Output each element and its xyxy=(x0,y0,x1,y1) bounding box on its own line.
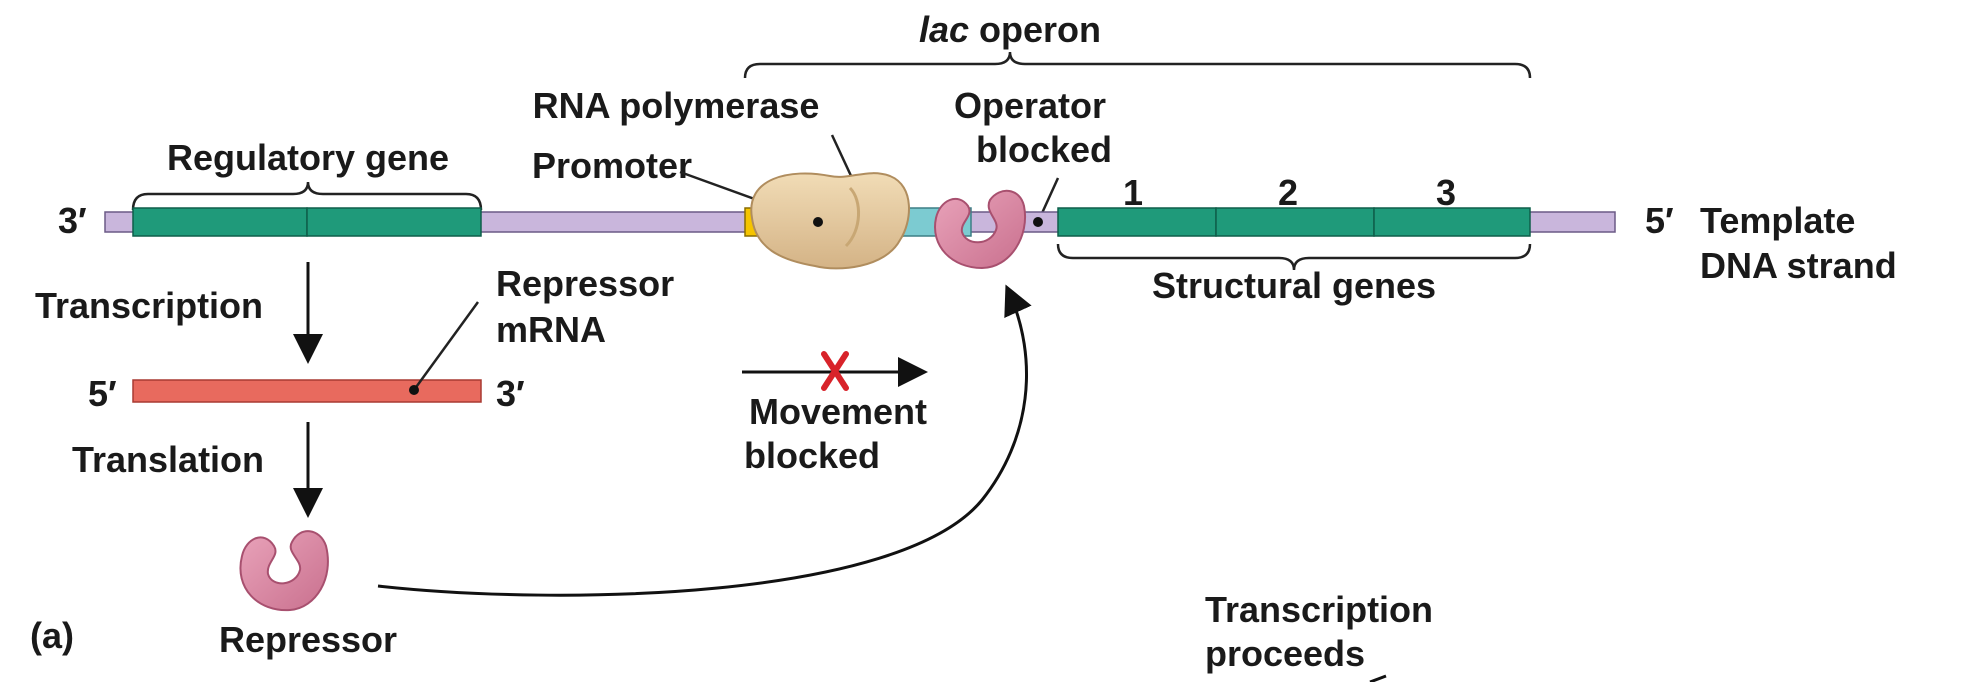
repressor-mrna-leader xyxy=(412,301,480,391)
movement-blocked-label-line2: blocked xyxy=(744,435,880,476)
structural-gene-1 xyxy=(1057,207,1217,237)
transcription-proceeds-line1: Transcription xyxy=(1205,589,1433,630)
repressor-mrna-strand xyxy=(132,379,482,403)
translation-label: Translation xyxy=(72,439,264,480)
gene-3-label: 3 xyxy=(1436,172,1456,213)
structural-gene-2 xyxy=(1215,207,1375,237)
operator-leader-dot xyxy=(1033,217,1043,227)
operator-label-line2: blocked xyxy=(976,129,1112,170)
movement-blocked-label-line1: Movement xyxy=(749,391,927,432)
template-label-line1: Template xyxy=(1700,200,1855,241)
structural-gene-3 xyxy=(1373,207,1531,237)
transcription-proceeds-line2: proceeds xyxy=(1205,633,1365,674)
lac-operon-label: lac operon xyxy=(919,9,1101,50)
rna-polymerase-label: RNA polymerase xyxy=(533,85,820,126)
dna-3prime-label: 3′ xyxy=(58,200,87,241)
gene-1-label: 1 xyxy=(1123,172,1143,213)
repressor-mrna-label-line2: mRNA xyxy=(496,309,606,350)
operon-label: operon xyxy=(969,9,1101,50)
promoter-label: Promoter xyxy=(532,145,692,186)
regulatory-gene-label: Regulatory gene xyxy=(167,137,449,178)
regulatory-gene-segment-b xyxy=(306,207,482,237)
operator-label-line1: Operator xyxy=(954,85,1106,126)
mrna-3prime-label: 3′ xyxy=(496,373,525,414)
repressor-binding-arrow xyxy=(377,284,1032,597)
rna-polymerase-shape xyxy=(750,172,910,270)
dna-5prime-label: 5′ xyxy=(1645,200,1674,241)
lac-label: lac xyxy=(919,9,969,50)
repressor-free-shape xyxy=(239,530,329,612)
structural-genes-label: Structural genes xyxy=(1152,265,1436,306)
repressor-bound-shape xyxy=(934,190,1027,270)
regulatory-gene-segment-a xyxy=(132,207,308,237)
template-label-line2: DNA strand xyxy=(1700,245,1897,286)
rna-polymerase-fold xyxy=(844,186,861,248)
lac-operon-brace xyxy=(743,51,1532,79)
panel-label: (a) xyxy=(30,615,74,656)
gene-2-label: 2 xyxy=(1278,172,1298,213)
proceeds-arrow-stub xyxy=(1369,674,1387,682)
repressor-mrna-leader-dot xyxy=(409,385,419,395)
regulatory-gene-brace xyxy=(131,181,483,211)
transcription-label: Transcription xyxy=(35,285,263,326)
repressor-mrna-label-line1: Repressor xyxy=(496,263,674,304)
promoter-leader-dot xyxy=(813,217,823,227)
mrna-5prime-label: 5′ xyxy=(88,373,117,414)
rna-polymerase-leader xyxy=(830,134,854,179)
structural-genes-brace xyxy=(1056,243,1532,271)
blocked-x-icon xyxy=(821,351,849,391)
repressor-label: Repressor xyxy=(219,619,397,660)
